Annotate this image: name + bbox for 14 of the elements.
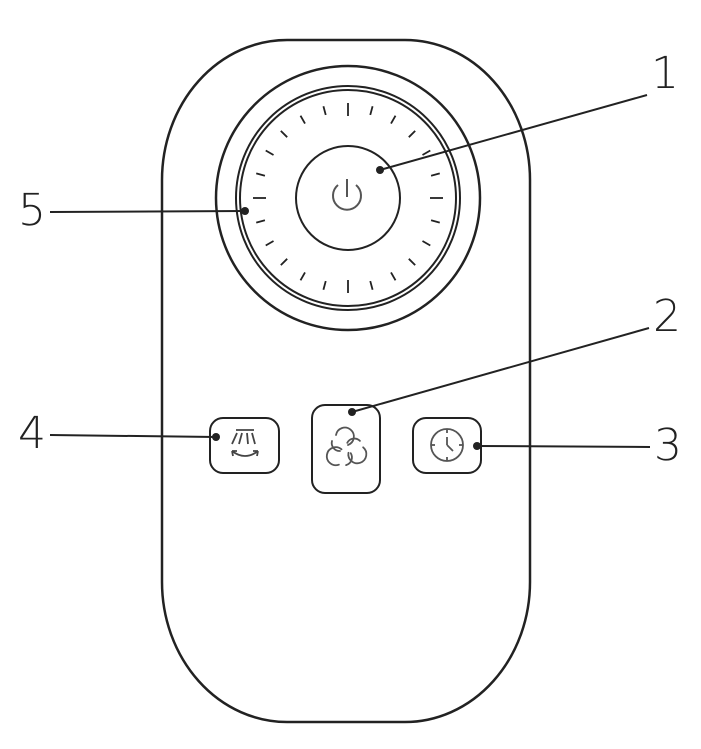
timer-button [412, 417, 482, 474]
callout-number: 1 [651, 48, 679, 99]
leader-line [473, 442, 650, 450]
leader-line [376, 94, 648, 174]
swing-button [209, 417, 280, 474]
leader-line [50, 207, 249, 215]
callout-number: 3 [654, 420, 682, 471]
dial-ring [235, 85, 461, 311]
callout-number: 5 [18, 185, 46, 236]
callout-number: 4 [18, 408, 46, 459]
callout-number: 2 [653, 291, 681, 342]
leader-line [348, 327, 650, 416]
leader-line [50, 433, 220, 441]
fan-button [311, 404, 381, 494]
